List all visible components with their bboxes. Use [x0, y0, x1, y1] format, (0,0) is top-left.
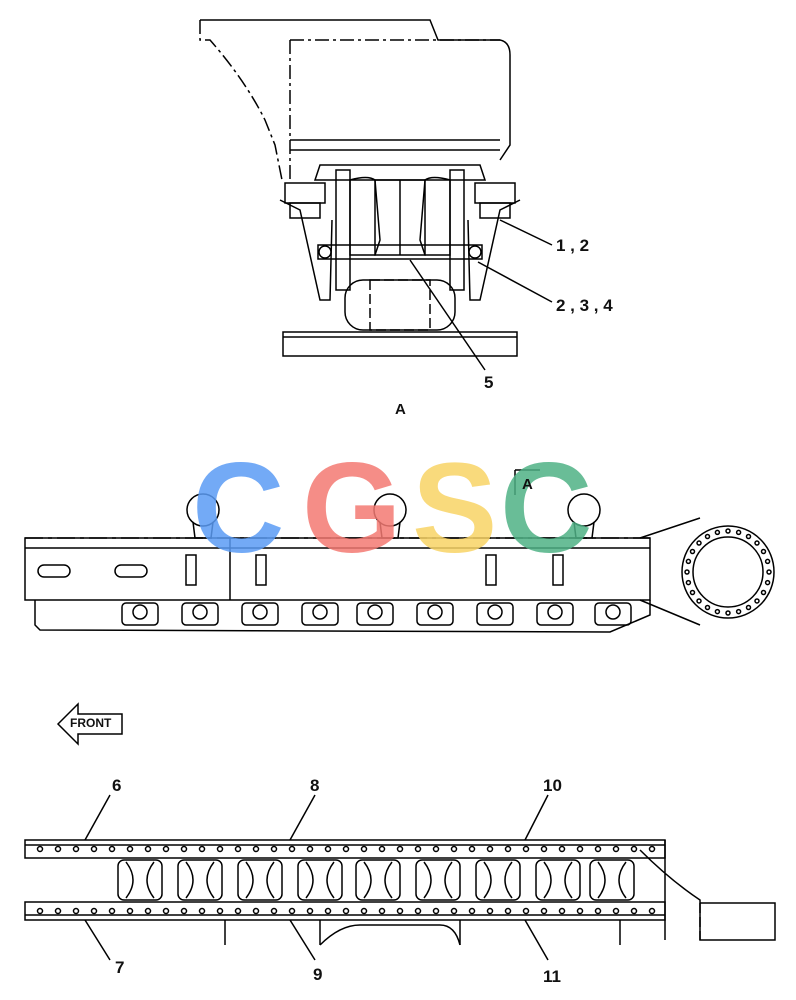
track-roller — [241, 602, 279, 626]
watermark-letter: C — [192, 437, 285, 580]
view-label-a: A — [395, 401, 406, 418]
plan-roller — [415, 859, 461, 901]
callout-9: 9 — [313, 965, 323, 984]
callout-8: 8 — [310, 776, 320, 795]
callout-6: 6 — [112, 776, 122, 795]
track-roller — [416, 602, 454, 626]
track-roller — [356, 602, 394, 626]
plan-roller — [237, 859, 283, 901]
front-arrow-icon — [56, 702, 123, 746]
plan-roller — [117, 859, 163, 901]
watermark-letter: C — [500, 437, 593, 580]
callout-7: 7 — [115, 958, 125, 977]
track-roller — [594, 602, 632, 626]
track-roller — [181, 602, 219, 626]
callout-5: 5 — [484, 373, 494, 392]
track-roller — [536, 602, 574, 626]
watermark-letter: S — [412, 437, 498, 580]
callout-1-2: 1 , 2 — [556, 236, 590, 255]
front-label: FRONT — [70, 716, 112, 730]
plan-roller — [535, 859, 581, 901]
callout-10: 10 — [543, 776, 562, 795]
callout-11: 11 — [543, 967, 561, 986]
track-roller — [121, 602, 159, 626]
section-view-a — [199, 19, 553, 371]
plan-roller — [297, 859, 343, 901]
watermark-letter: G — [302, 437, 402, 580]
side-view — [24, 469, 775, 633]
plan-roller — [589, 859, 635, 901]
track-roller — [476, 602, 514, 626]
plan-roller — [475, 859, 521, 901]
callout-2-3-4: 2 , 3 , 4 — [556, 296, 613, 315]
plan-view — [24, 794, 776, 961]
section-marker-a: A — [522, 476, 533, 493]
plan-roller — [177, 859, 223, 901]
plan-roller — [355, 859, 401, 901]
track-roller — [301, 602, 339, 626]
